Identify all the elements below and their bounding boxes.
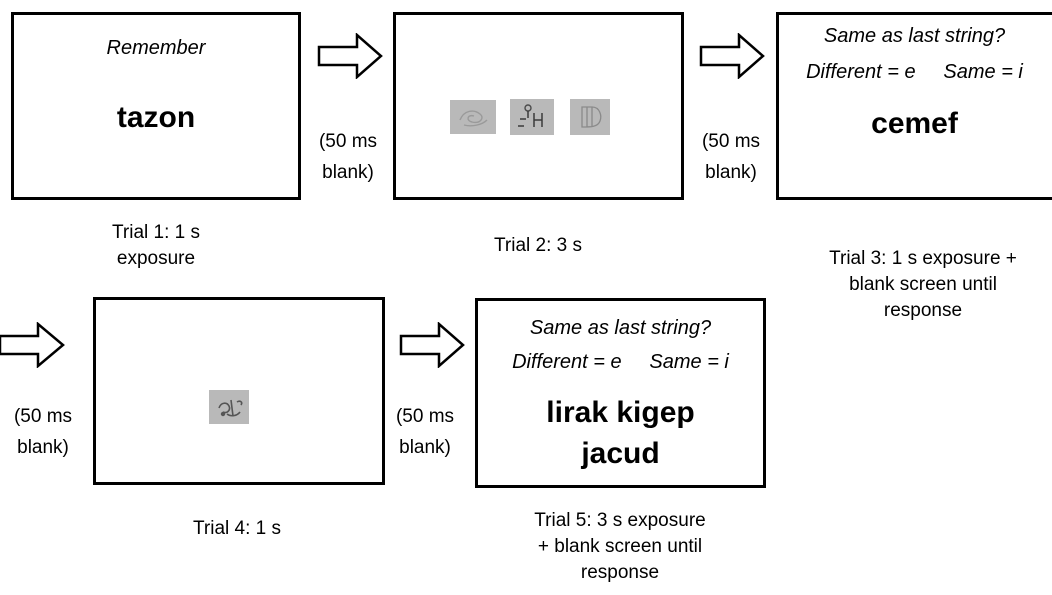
caption-line: Trial 2: 3 s <box>494 235 582 256</box>
trial-3-stimulus: cemef <box>871 107 958 140</box>
caption-line: exposure <box>116 248 196 269</box>
interval-line: blank) <box>322 162 374 183</box>
scribble-image-4 <box>209 390 249 424</box>
interval-line: blank) <box>17 437 69 458</box>
caption-line: Trial 5: 3 s exposure <box>534 510 706 531</box>
caption-line: response <box>883 300 963 321</box>
trial-3-question: Same as last string? <box>823 25 1006 47</box>
trial-1-screen: Remember tazon <box>11 12 301 200</box>
caption-line: blank screen until <box>849 274 997 295</box>
interval-line: (50 ms <box>395 406 455 427</box>
caption-line: Trial 3: 1 s exposure + <box>829 248 1017 269</box>
interval-line: (50 ms <box>318 131 378 152</box>
caption-line: + blank screen until <box>537 536 703 557</box>
interval-label-3: (50 ms blank) <box>3 401 83 463</box>
right-arrow-icon <box>399 322 465 368</box>
scribble-image-3 <box>570 99 610 135</box>
right-arrow-icon <box>317 33 383 79</box>
trial-5-screen: Same as last string? Different = e Same … <box>475 298 766 488</box>
interval-label-2: (50 ms blank) <box>691 126 771 188</box>
trial-5-question: Same as last string? <box>529 317 712 339</box>
trial-1-caption: Trial 1: 1 s exposure <box>56 220 256 272</box>
interval-line: blank) <box>705 162 757 183</box>
caption-line: Trial 4: 1 s <box>193 518 281 539</box>
trial-5-stimulus-line-2: jacud <box>581 437 660 470</box>
interval-line: (50 ms <box>13 406 73 427</box>
interval-label-1: (50 ms blank) <box>308 126 388 188</box>
scribble-image-1 <box>450 100 496 134</box>
trial-2-caption: Trial 2: 3 s <box>438 233 638 259</box>
caption-line: response <box>580 562 660 583</box>
trial-1-instruction: Remember <box>106 37 206 59</box>
trial-4-caption: Trial 4: 1 s <box>137 516 337 542</box>
trial-3-keys: Different = e Same = i <box>806 61 1023 83</box>
right-arrow-icon <box>699 33 765 79</box>
trial-5-stimulus-line-1: lirak kigep <box>546 396 695 429</box>
trial-1-stimulus: tazon <box>116 101 196 134</box>
trial-3-screen: Same as last string? Different = e Same … <box>776 12 1052 200</box>
caption-line: Trial 1: 1 s <box>112 222 200 243</box>
trial-3-caption: Trial 3: 1 s exposure + blank screen unt… <box>795 246 1051 324</box>
trial-2-screen <box>393 12 684 200</box>
right-arrow-icon <box>0 322 65 368</box>
trial-4-screen <box>93 297 385 485</box>
trial-5-keys: Different = e Same = i <box>512 351 729 373</box>
scribble-image-2 <box>510 99 554 135</box>
interval-label-4: (50 ms blank) <box>385 401 465 463</box>
interval-line: blank) <box>399 437 451 458</box>
trial-5-caption: Trial 5: 3 s exposure + blank screen unt… <box>490 508 750 586</box>
interval-line: (50 ms <box>701 131 761 152</box>
